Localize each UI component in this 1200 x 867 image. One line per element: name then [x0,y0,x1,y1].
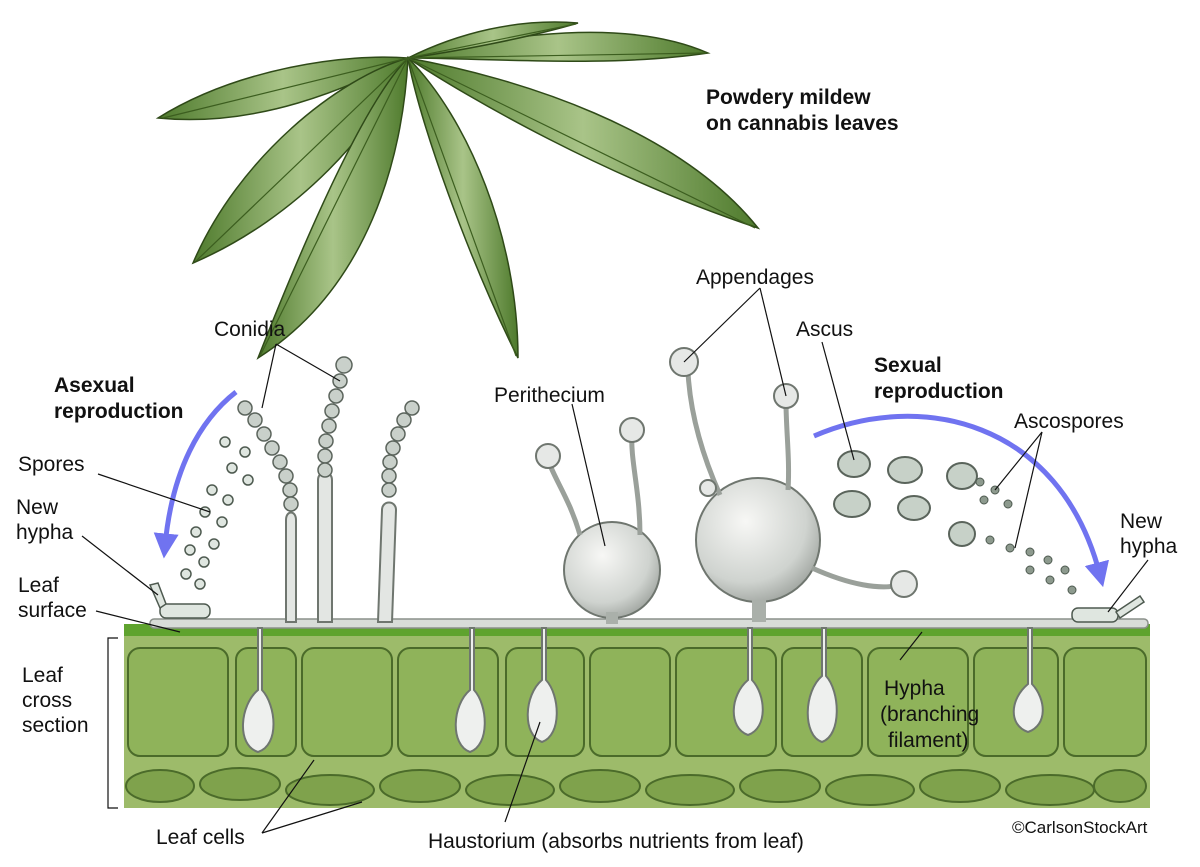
label-sexual-line-1: Sexual [874,354,942,377]
palisade-cells [127,647,1147,757]
haustorium-2 [454,627,486,754]
leaf-veins [162,23,756,357]
perithecium-left-appendage-2 [629,431,643,536]
label-new-hypha-left-line-1: New [16,496,59,519]
leader-perithecium [571,403,606,547]
cross-section-bracket [107,637,118,809]
label-spores: Spores [18,453,85,476]
leader-appendages-2 [759,287,787,397]
label-new-hypha-right-line-1: New [1120,510,1163,533]
conidiophores [285,471,398,623]
leader-ascospores-2 [1014,431,1043,549]
perithecium-left [545,431,661,624]
leaf-cross-section [124,618,1150,808]
haustoria [242,627,1044,754]
conidiophore-1 [285,511,297,623]
label-appendages: Appendages [696,266,814,289]
asexual-spores [180,436,254,590]
label-haustorium: Haustorium (absorbs nutrients from leaf) [428,830,804,853]
label-leaf-cross-line-3: section [22,714,89,737]
label-leaf-surface-line-1: Leaf [18,574,59,597]
asexual-arrow [153,390,238,559]
label-asexual-line-2: reproduction [54,400,184,423]
label-hypha-line-3: filament) [888,729,969,752]
leader-haustorium [504,721,541,823]
asci [833,450,978,547]
perithecium-right-body [695,477,821,603]
sexual-arrow [813,413,1109,588]
perithecium-left-appendage-1 [545,459,583,536]
haustorium-1 [242,627,275,754]
leader-new-hypha-left [81,535,159,596]
label-perithecium: Perithecium [494,384,605,407]
leader-leaf-cells-2 [261,801,363,834]
leader-ascospores-1 [994,431,1043,491]
credit-text: ©CarlsonStockArt [1012,818,1148,837]
perithecium-right-appendage-1 [685,371,723,497]
conidiophore-3 [376,501,398,623]
perithecium-right-stalk [752,600,766,622]
new-hypha-right [1071,594,1146,623]
perithecium-left-body [563,521,661,619]
label-new-hypha-left-line-2: hypha [16,521,74,544]
conidiophore-2 [317,471,333,623]
conidia-chains [237,356,420,512]
label-leaf-cells: Leaf cells [156,826,245,849]
new-hypha-left [148,582,211,619]
label-hypha-line-1: Hypha [884,677,945,700]
leader-leaf-cells-1 [261,759,315,834]
label-hypha-line-2: (branching [880,703,980,726]
perithecium-left-stalk [606,612,618,624]
leader-conidia-2 [275,343,341,382]
label-ascospores: Ascospores [1014,410,1124,433]
perithecium-right-appendage-2 [783,401,792,491]
leader-leaf-surface [95,610,181,633]
leader-appendages-1 [683,287,761,363]
label-sexual-line-2: reproduction [874,380,1004,403]
label-leaf-cross-line-2: cross [22,689,73,712]
leader-hypha [899,631,923,661]
cannabis-leaf [155,21,761,360]
haustorium-6 [1012,627,1044,734]
ascospores [975,477,1077,595]
surface-hypha-mat [149,618,1149,629]
label-asexual-line-1: Asexual [54,374,135,397]
label-new-hypha-right-line-2: hypha [1120,535,1178,558]
leader-spores [97,473,211,513]
label-conidia: Conidia [214,318,286,341]
label-leaf-surface-line-2: surface [18,599,87,622]
haustorium-3 [526,627,558,744]
leader-conidia-1 [261,343,277,409]
spongy-cells [125,767,1147,806]
leader-new-hypha-right [1107,559,1149,613]
leader-ascus [821,341,855,461]
label-ascus: Ascus [796,318,854,341]
label-leaf-cross-line-1: Leaf [22,664,63,687]
leader-lines [81,287,1149,834]
haustorium-4 [732,627,764,737]
diagram-title-line-1: Powdery mildew [706,86,871,109]
diagram-title-line-2: on cannabis leaves [706,112,899,135]
perithecium-right-appendage-3 [810,565,901,590]
perithecium-right [685,371,901,622]
haustorium-5 [806,627,838,744]
